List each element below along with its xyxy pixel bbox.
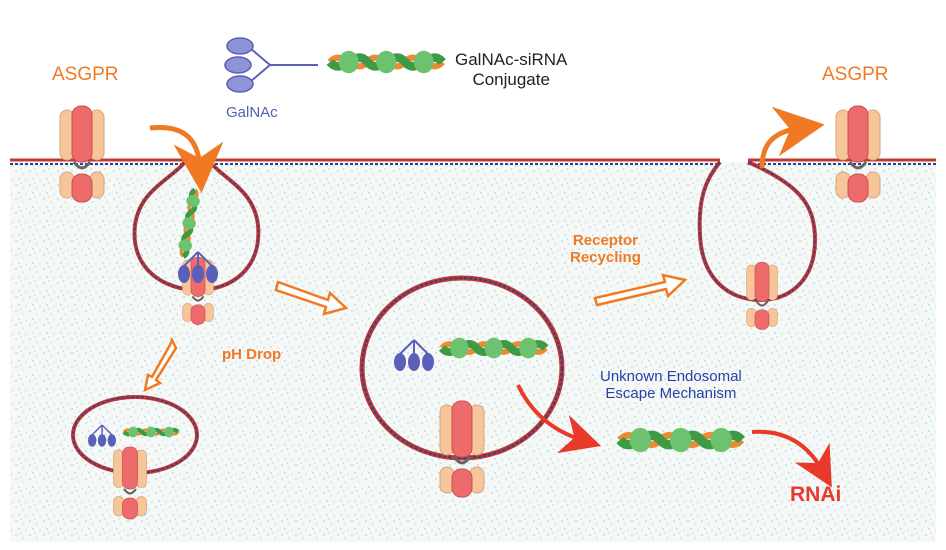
receptor-recycling-line2: Recycling xyxy=(570,249,641,267)
asgpr-label-right: ASGPR xyxy=(822,64,889,85)
sirna-in-large-endosome xyxy=(442,338,546,359)
sirna-in-small-endosome xyxy=(124,427,178,438)
to-endosome-arrow xyxy=(274,280,349,316)
escape-mechanism-line1: Unknown Endosomal xyxy=(600,368,742,385)
conjugate-label-line1: GalNAc-siRNA xyxy=(455,50,568,69)
to-rnai-arrow xyxy=(751,429,832,488)
galnac-label: GalNAc xyxy=(226,104,278,121)
receptor-in-recycling-vesicle xyxy=(745,261,779,331)
receptor-recycling-arrow xyxy=(593,273,688,307)
receptor-in-small-endosome xyxy=(112,445,148,521)
receptor-recycling-label: Receptor Recycling xyxy=(570,232,641,267)
escape-mechanism-line2: Escape Mechanism xyxy=(605,385,737,403)
recycling-exit-arrow xyxy=(759,106,825,169)
binding-arrow xyxy=(149,125,224,193)
sirna-helix-icon-top xyxy=(330,51,443,74)
asgpr-receptor-right xyxy=(834,104,882,204)
rnai-label: RNAi xyxy=(790,483,842,506)
conjugate-label: GalNAc-siRNA Conjugate xyxy=(455,50,567,89)
ph-drop-arrow xyxy=(143,336,178,393)
large-endosome xyxy=(359,275,565,461)
escape-arrow xyxy=(516,384,602,454)
ph-drop-label: pH Drop xyxy=(222,346,282,363)
receptor-in-large-endosome xyxy=(438,399,486,499)
galnac-icon xyxy=(224,37,318,93)
released-sirna xyxy=(620,428,742,452)
asgpr-label-left: ASGPR xyxy=(52,64,119,85)
receptor-recycling-line1: Receptor xyxy=(572,232,638,249)
conjugate-label-line2: Conjugate xyxy=(472,69,550,89)
escape-mechanism-label: Unknown Endosomal Escape Mechanism xyxy=(600,368,742,403)
asgpr-receptor-left xyxy=(58,104,106,204)
